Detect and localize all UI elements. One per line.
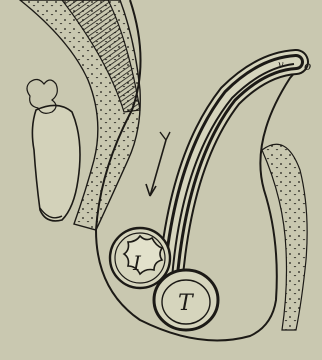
thigh-tissue [262, 144, 307, 330]
penis [32, 105, 80, 220]
direction-arrow-tail [160, 132, 170, 140]
label-intestine: I [132, 251, 142, 275]
label-top-circle: o [304, 59, 311, 73]
direction-arrow-shaft [150, 140, 166, 196]
label-testis: T [178, 291, 195, 316]
label-top-small: v [278, 60, 284, 71]
